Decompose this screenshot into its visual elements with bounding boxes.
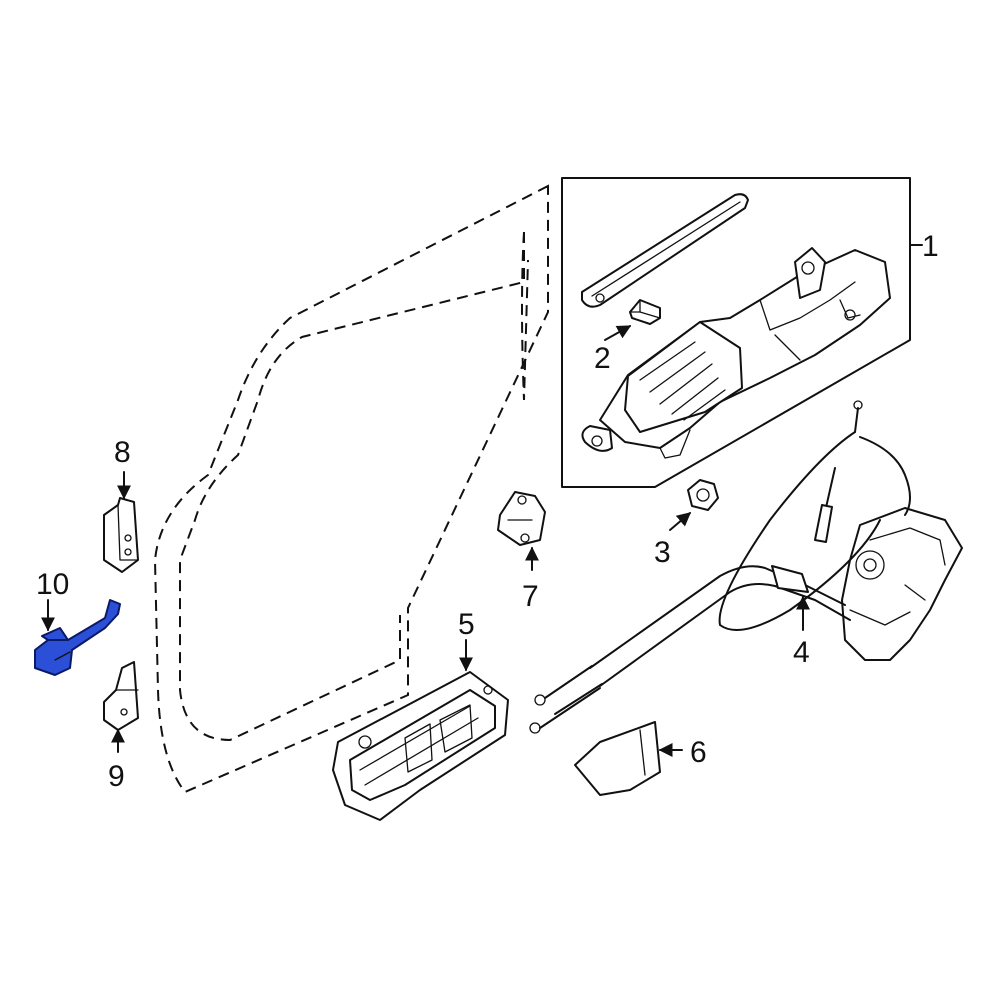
callout-1: 1 bbox=[922, 230, 939, 263]
part-8-bracket bbox=[103, 497, 139, 573]
part-5-inner-handle bbox=[332, 671, 509, 821]
callout-5: 5 bbox=[458, 608, 475, 641]
part-10-handle-highlighted bbox=[34, 599, 121, 676]
callout-9: 9 bbox=[108, 760, 125, 793]
part-6-trim-cover bbox=[574, 721, 661, 796]
part-9-bracket bbox=[103, 661, 139, 731]
part-7-striker bbox=[497, 491, 546, 546]
part-1-outer-handle-assembly bbox=[561, 177, 911, 488]
part-1-frame bbox=[561, 177, 911, 488]
door-outline bbox=[153, 184, 549, 794]
part-3-nut bbox=[687, 479, 719, 511]
leader-lines bbox=[41, 244, 923, 757]
callout-8: 8 bbox=[114, 436, 131, 469]
part-2-clip bbox=[629, 299, 661, 325]
part-4-latch-assembly bbox=[529, 400, 963, 734]
callout-6: 6 bbox=[690, 736, 707, 769]
callout-4: 4 bbox=[793, 636, 810, 669]
callout-7: 7 bbox=[522, 580, 539, 613]
callout-2: 2 bbox=[594, 342, 611, 375]
callout-10: 10 bbox=[36, 568, 69, 601]
callout-3: 3 bbox=[654, 536, 671, 569]
